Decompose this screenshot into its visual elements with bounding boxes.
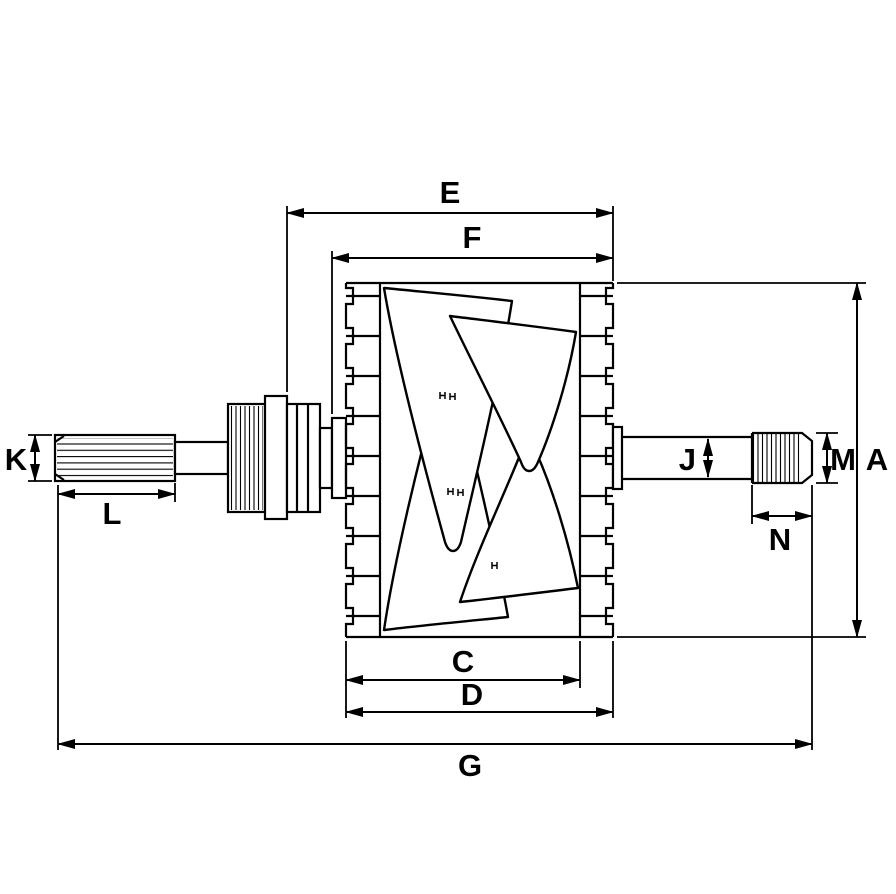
right-shaft-assembly	[611, 425, 814, 491]
dim-label-J: J	[679, 442, 696, 477]
claw-poles	[382, 286, 580, 632]
stamp-mark	[447, 488, 464, 496]
rotor-body	[344, 281, 615, 639]
dim-label-N: N	[769, 522, 791, 557]
dim-label-E: E	[440, 175, 461, 210]
slip-ring-section	[285, 402, 322, 514]
dimension-lines	[30, 208, 862, 749]
shaft-step	[173, 440, 230, 476]
knurled-section	[226, 402, 267, 514]
dimension-labels: E F K L J M A N C D G	[5, 175, 888, 783]
claw-down-right	[448, 314, 578, 473]
ext-A	[617, 282, 866, 638]
spline-chamfer	[54, 435, 65, 481]
thread-section	[752, 431, 814, 485]
dim-label-L: L	[103, 496, 122, 531]
dim-label-K: K	[5, 442, 28, 477]
dim-label-G: G	[458, 748, 482, 783]
dim-label-D: D	[461, 677, 483, 712]
dim-label-F: F	[463, 220, 482, 255]
left-lamination-lines	[346, 294, 380, 618]
collar-flange	[263, 394, 289, 521]
extension-lines	[28, 206, 866, 750]
dim-label-C: C	[452, 644, 474, 679]
ext-K	[28, 434, 52, 482]
rotor-outline	[346, 281, 613, 639]
rotor-hub-step	[330, 416, 348, 500]
dim-label-M: M	[830, 442, 856, 477]
dim-label-A: A	[866, 442, 888, 477]
spline-section	[53, 433, 177, 483]
stamp-mark	[439, 392, 456, 400]
shaft-step-inner	[318, 426, 334, 490]
shaft-stub	[611, 425, 624, 491]
left-shaft-assembly	[53, 394, 348, 521]
pole-ring-boundaries	[378, 283, 582, 637]
right-shaft	[622, 433, 754, 483]
stamp-mark	[491, 562, 498, 569]
right-lamination-lines	[580, 294, 613, 618]
